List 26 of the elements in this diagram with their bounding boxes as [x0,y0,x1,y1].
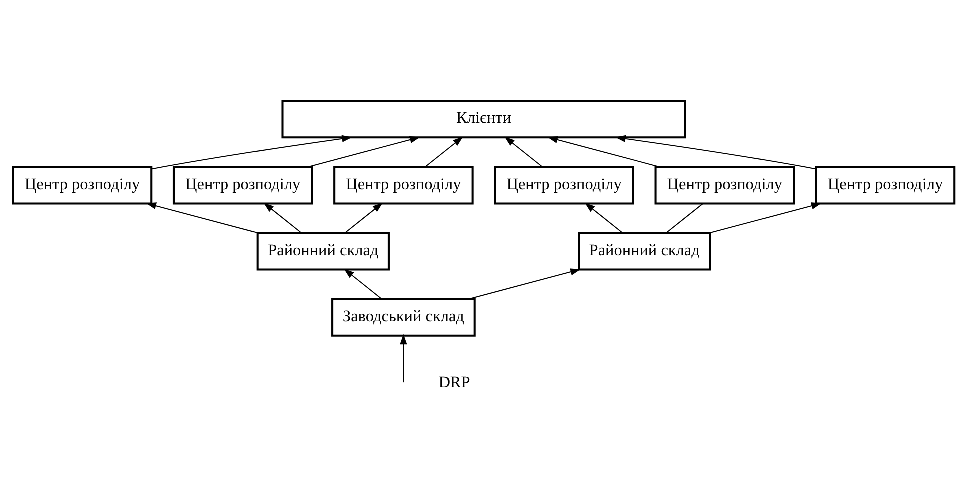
arrow [424,136,463,168]
arrow [504,136,542,168]
node-box: Клієнти [281,100,686,139]
node-box: Центр розподілу [494,166,634,205]
node-box: Центр розподілу [814,166,956,205]
arrow [151,135,352,170]
arrow [468,268,580,300]
node-box: Центр розподілу [172,166,313,205]
arrow [400,334,407,383]
arrow [709,202,822,234]
arrow [146,202,258,234]
connector [666,204,703,234]
label: DRP [438,374,470,392]
arrow [263,202,302,234]
node-box: Районний склад [256,232,390,271]
node-box: Центр розподілу [654,166,795,205]
arrow [344,202,382,234]
arrow [344,269,382,300]
node-box: Центр розподілу [333,166,474,205]
arrow [615,135,816,170]
node-box: Заводський склад [331,298,476,337]
node-box: Центр розподілу [12,166,152,205]
arrow [547,136,660,168]
arrow [584,202,622,234]
node-box: Районний склад [578,232,711,271]
arrow [308,136,420,168]
